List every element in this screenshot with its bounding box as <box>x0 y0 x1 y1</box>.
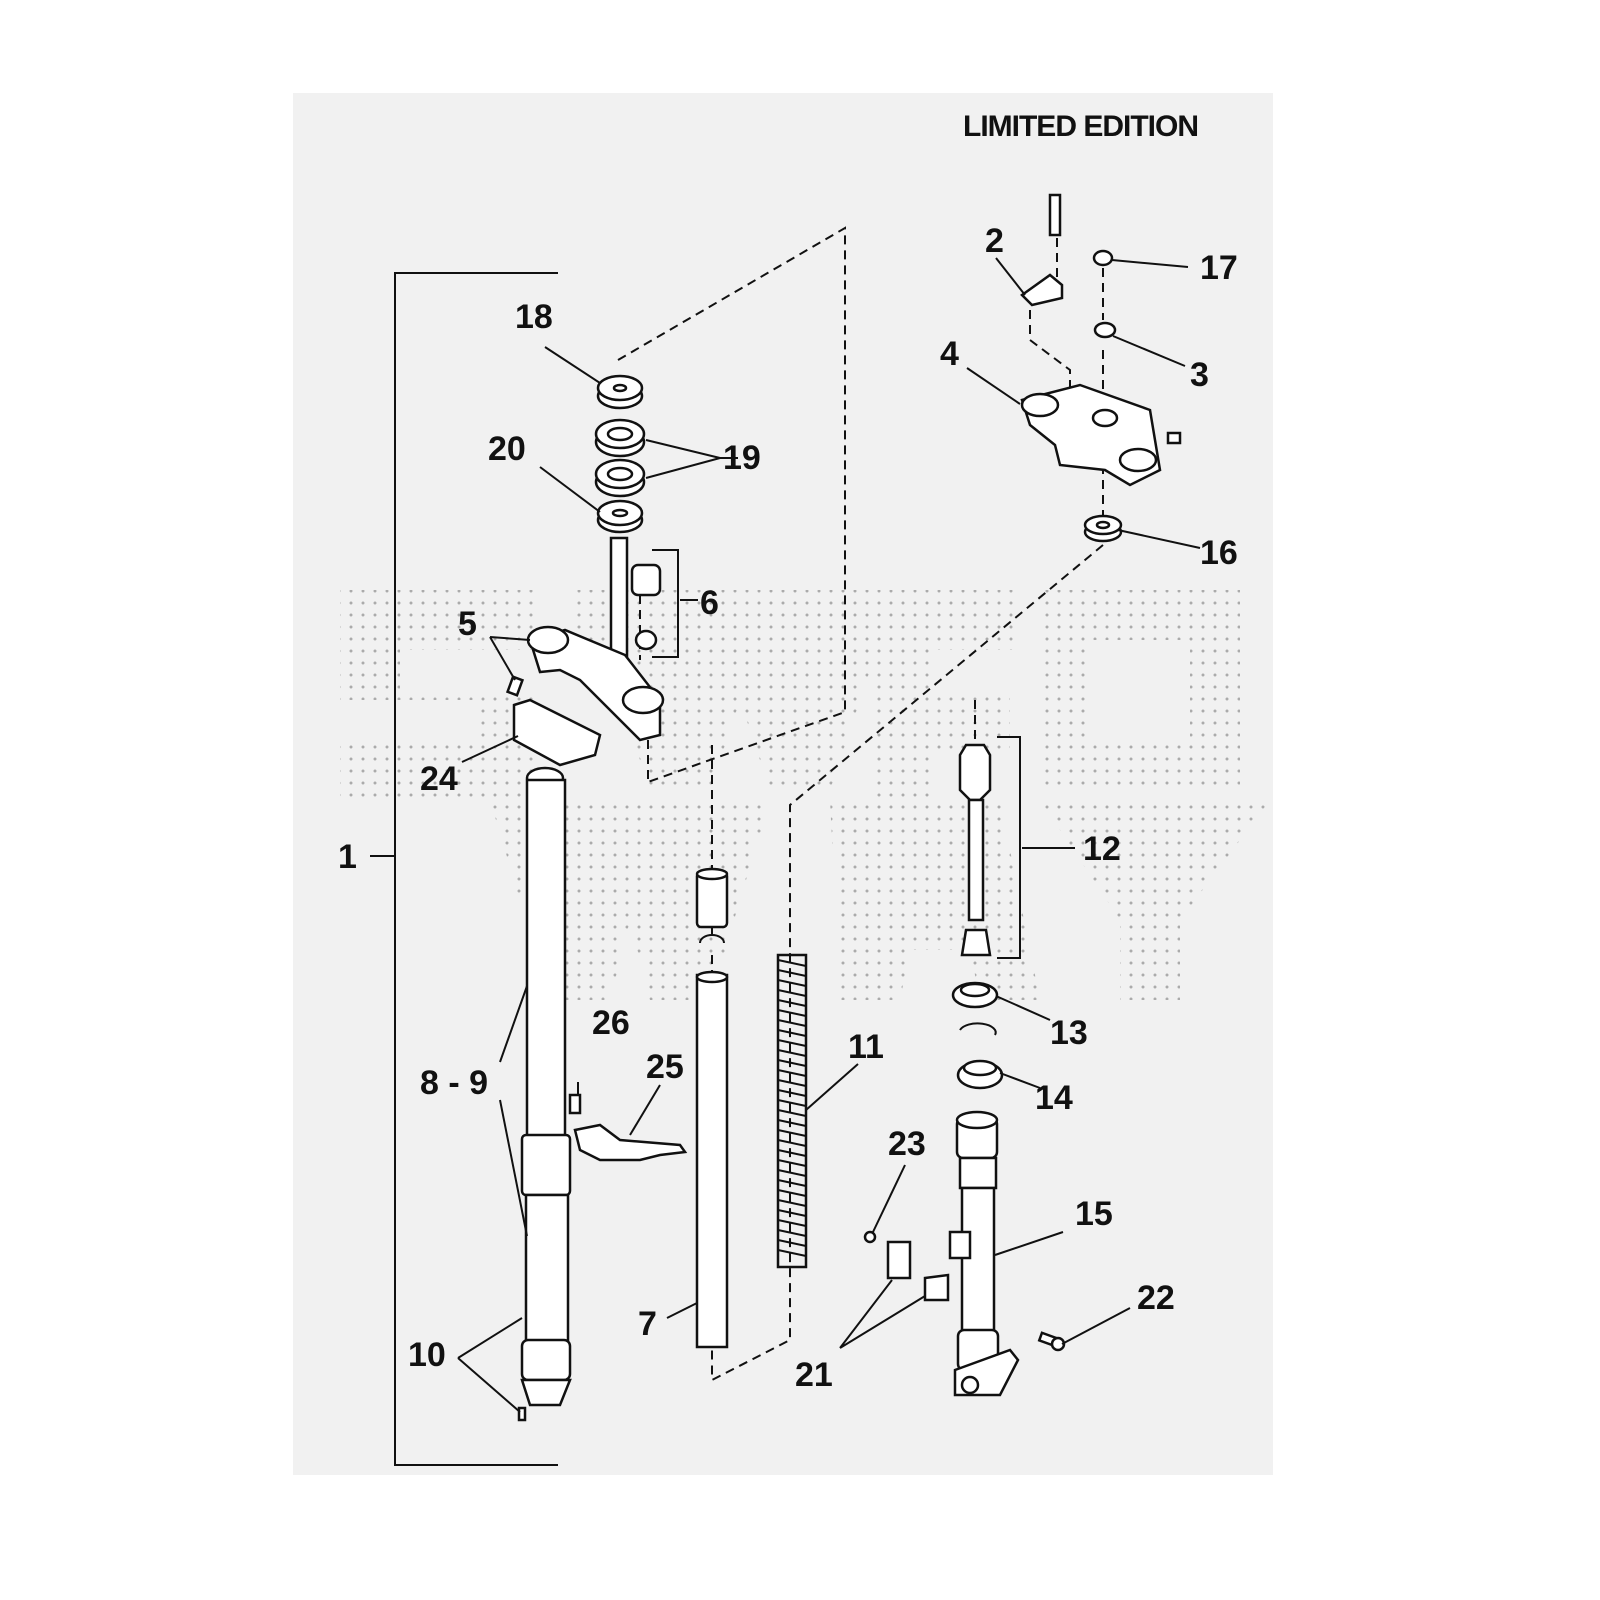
fork-leg-8-9 <box>517 766 572 1422</box>
callout-8-9: 8 - 9 <box>420 1064 488 1102</box>
fork-guard-25-26 <box>568 1093 688 1162</box>
upper-triple-clamp-4 <box>1020 383 1182 487</box>
damper-rod-12 <box>958 736 1021 959</box>
inner-tube-7 <box>695 867 729 1349</box>
callout-15: 15 <box>1075 1195 1113 1233</box>
callout-4: 4 <box>940 335 959 373</box>
callout-21: 21 <box>795 1356 833 1394</box>
callout-22: 22 <box>1137 1279 1175 1317</box>
callout-19: 19 <box>723 439 761 477</box>
edition-title: LIMITED EDITION <box>963 110 1198 143</box>
bracket-24 <box>512 698 602 767</box>
callout-17: 17 <box>1200 249 1238 287</box>
clips-21-23 <box>863 1230 972 1302</box>
stem-washer-18 <box>596 374 644 410</box>
callout-12: 12 <box>1083 830 1121 868</box>
callout-24: 24 <box>420 760 458 798</box>
fork-leg-15 <box>953 1110 1020 1397</box>
callout-26: 26 <box>592 1004 630 1042</box>
callout-18: 18 <box>515 298 553 336</box>
callout-23: 23 <box>888 1125 926 1163</box>
callout-13: 13 <box>1050 1014 1088 1052</box>
lower-triple-clamp <box>505 536 665 742</box>
callout-11: 11 <box>848 1028 884 1066</box>
callout-6: 6 <box>700 584 719 622</box>
callout-1: 1 <box>338 838 357 876</box>
seal-13 <box>951 981 999 1036</box>
callout-10: 10 <box>408 1336 446 1374</box>
washer-20 <box>596 499 644 534</box>
handlebar-clamp-2 <box>1020 193 1064 307</box>
callout-3: 3 <box>1190 356 1209 394</box>
callout-5: 5 <box>458 605 477 643</box>
callout-7: 7 <box>638 1305 657 1343</box>
bearing-19 <box>594 418 646 498</box>
fork-spring-11 <box>776 953 808 1269</box>
nut-3-cap-17-washer-16 <box>1083 249 1123 543</box>
assembly-bracket <box>370 272 558 1466</box>
dust-seal-14 <box>956 1059 1004 1090</box>
callout-labels: 1 2 3 4 5 6 7 8 - 9 10 11 12 13 14 15 16… <box>338 222 1238 1394</box>
callout-16: 16 <box>1200 534 1238 572</box>
callout-20: 20 <box>488 430 526 468</box>
stem-nut-6 <box>630 549 679 658</box>
callout-25: 25 <box>646 1048 684 1086</box>
callout-2: 2 <box>985 222 1004 260</box>
bolt-22 <box>1037 1331 1066 1352</box>
callout-14: 14 <box>1035 1079 1073 1117</box>
leader-lines <box>457 257 1201 1413</box>
